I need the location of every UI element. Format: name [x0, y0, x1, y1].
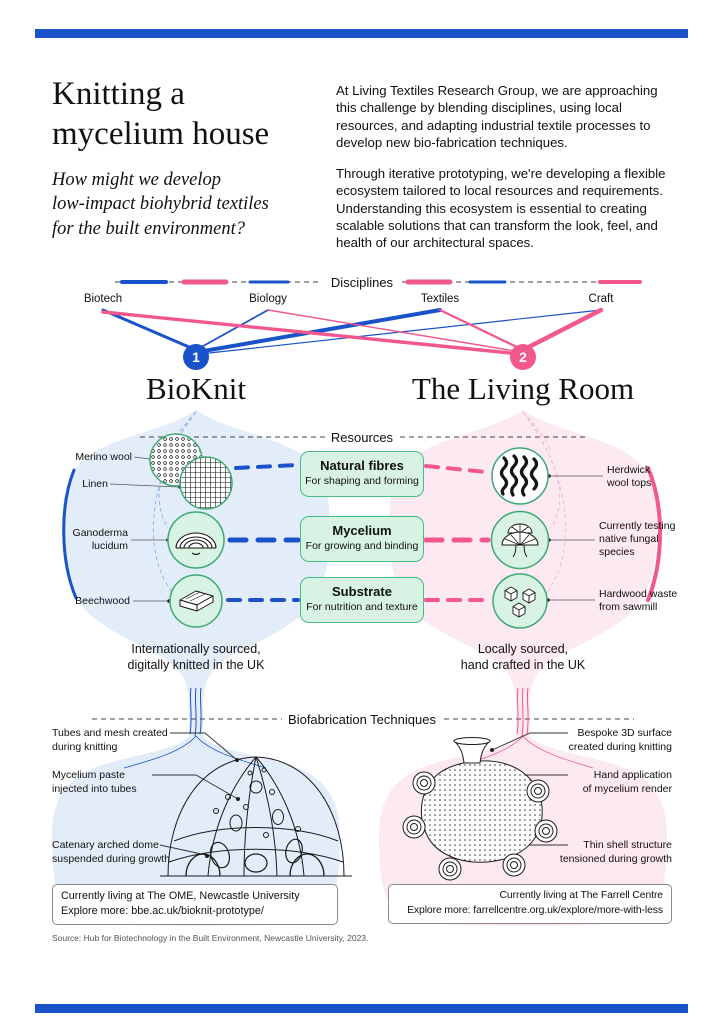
- hardwood-waste-icon: [492, 573, 548, 629]
- discipline-biology: Biology: [249, 293, 287, 305]
- bioknit-number-badge: 1: [183, 344, 209, 370]
- livingroom-sourcing: Locally sourced, hand crafted in the UK: [460, 642, 586, 673]
- discipline-biotech: Biotech: [83, 293, 123, 305]
- label-merino-wool: Merino wool: [75, 451, 132, 463]
- livingroom-annotation-1: Bespoke 3D surface created during knitti…: [568, 727, 672, 753]
- label-hardwood: Hardwood waste from sawmill: [599, 588, 678, 614]
- resource-box-subtitle: For shaping and forming: [305, 475, 419, 487]
- bioknit-annotation-1: Tubes and mesh created during knitting: [52, 727, 168, 753]
- bioknit-dome-drawing: [160, 756, 352, 877]
- label-herdwick: Herdwick wool tops: [607, 464, 652, 490]
- livingroom-explore-link: Explore more: farrellcentre.org.uk/explo…: [407, 904, 663, 916]
- label-linen: Linen: [82, 478, 108, 490]
- source-note: Source: Hub for Biotechnology in the Bui…: [52, 933, 369, 943]
- bioknit-sourcing: Internationally sourced, digitally knitt…: [127, 642, 265, 673]
- beechwood-icon: [169, 574, 223, 628]
- herdwick-wool-icon: [491, 447, 549, 505]
- bioknit-explore-link: Explore more: bbe.ac.uk/bioknit-prototyp…: [61, 905, 264, 918]
- bioknit-title: BioKnit: [146, 371, 246, 406]
- livingroom-flow-lines: [522, 411, 567, 593]
- bottom-accent-bar: [35, 1004, 688, 1013]
- pink-network-lines: [101, 307, 604, 356]
- resource-box-subtitle: For nutrition and texture: [306, 601, 418, 613]
- label-beechwood: Beechwood: [75, 595, 130, 607]
- label-native-fungi: Currently testing native fungal species: [599, 520, 676, 559]
- resource-box-subtitle: For growing and binding: [305, 540, 419, 552]
- discipline-textiles: Textiles: [420, 293, 460, 305]
- page-title: Knitting a mycelium house: [52, 76, 270, 153]
- resource-box-mycelium: Mycelium For growing and binding: [300, 516, 424, 562]
- bioknit-neck-threads: [123, 687, 267, 769]
- resources-heading: Resources: [330, 430, 394, 445]
- intro-paragraph-1: At Living Textiles Research Group, we ar…: [336, 83, 658, 151]
- top-accent-bar: [35, 29, 688, 38]
- pink-resource-dashes: [423, 464, 492, 602]
- resource-box-title: Mycelium: [332, 523, 392, 538]
- intro-paragraph-2: Through iterative prototyping, we're dev…: [336, 165, 666, 251]
- livingroom-number-badge: 2: [510, 344, 536, 370]
- resource-box-natural-fibres: Natural fibres For shaping and forming: [300, 451, 424, 497]
- intro-text: At Living Textiles Research Group, we ar…: [336, 82, 666, 265]
- bioknit-location-box: Currently living at The OME, Newcastle U…: [52, 884, 338, 925]
- native-fungi-icon: [490, 510, 550, 570]
- livingroom-location: Currently living at The Farrell Centre: [499, 890, 664, 901]
- merino-linen-icon: [149, 433, 233, 510]
- resource-box-title: Substrate: [332, 584, 392, 599]
- discipline-craft: Craft: [588, 293, 614, 305]
- livingroom-drawing: [402, 737, 558, 881]
- material-label-connectors: [109, 456, 603, 602]
- livingroom-annotation-3: Thin shell structure tensioned during gr…: [559, 839, 672, 865]
- resource-box-title: Natural fibres: [320, 458, 404, 473]
- research-question: How might we develop low-impact biohybri…: [52, 170, 269, 239]
- bioknit-location: Currently living at The OME, Newcastle U…: [61, 890, 300, 902]
- livingroom-location-box: Currently living at The Farrell Centre E…: [388, 884, 672, 924]
- funnel-edge-curves: [62, 466, 662, 602]
- techniques-heading: Biofabrication Techniques: [288, 712, 436, 727]
- livingroom-annotation-2: Hand application of mycelium render: [582, 769, 672, 795]
- disciplines-heading: Disciplines: [330, 275, 394, 290]
- resource-box-substrate: Substrate For nutrition and texture: [300, 577, 424, 623]
- blue-resource-dashes: [226, 463, 301, 602]
- ganoderma-icon: [167, 511, 225, 569]
- bioknit-annotation-2: Mycelium paste injected into tubes: [52, 769, 137, 795]
- bioknit-annotation-3: Catenary arched dome suspended during gr…: [52, 839, 170, 865]
- label-ganoderma: Ganoderma lucidum: [72, 527, 128, 553]
- livingroom-title: The Living Room: [411, 371, 635, 406]
